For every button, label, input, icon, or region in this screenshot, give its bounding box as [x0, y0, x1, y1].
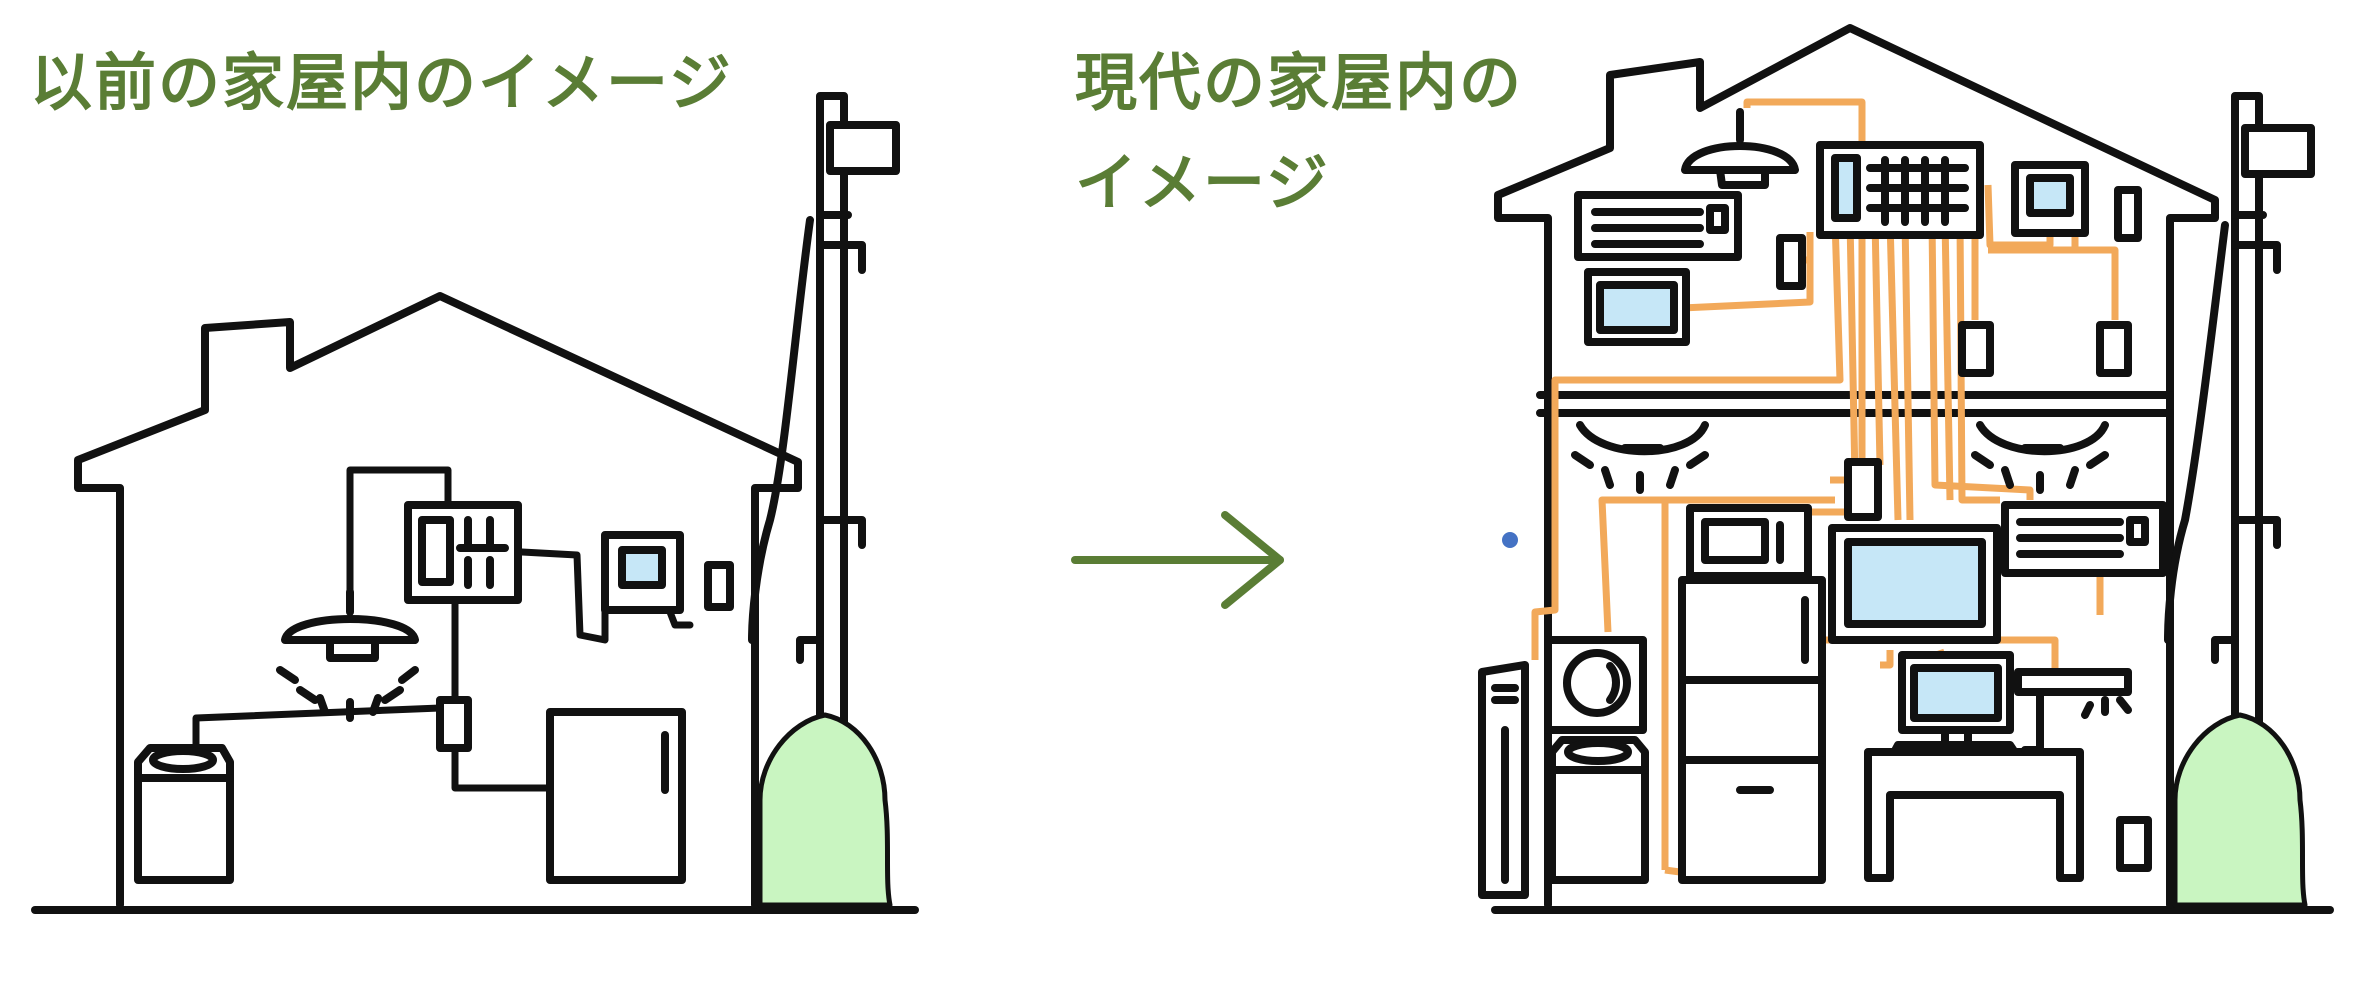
desk-icon — [1864, 748, 2084, 882]
outlet-icon — [1844, 458, 1882, 521]
air-conditioner-icon — [1574, 191, 1742, 261]
desktop-pc-icon — [1886, 651, 2024, 764]
intercom-icon — [601, 531, 734, 614]
house-outline-icon — [74, 292, 802, 909]
pc-tower-icon — [1478, 661, 1529, 899]
outlet-icon — [2096, 321, 2132, 377]
outlet-icon — [436, 696, 472, 752]
arrow-right-icon — [1071, 511, 1284, 609]
old-house — [31, 92, 919, 914]
tv-icon — [1828, 524, 2001, 644]
tv-icon — [1584, 268, 1690, 346]
intercom-icon — [2011, 161, 2142, 242]
refrigerator-icon — [546, 708, 686, 884]
modern-house — [1491, 24, 2334, 914]
outlet-icon — [1958, 321, 1994, 377]
bush-icon — [2172, 712, 2308, 908]
drum-washer-icon — [1544, 636, 1647, 734]
pendant-light-icon — [1681, 108, 1799, 189]
bush-icon — [757, 712, 893, 908]
pendant-light-icon — [1571, 421, 1709, 494]
marker-dot — [1502, 532, 1518, 548]
pendant-light-icon — [1971, 421, 2109, 494]
washing-machine-icon — [1548, 736, 1649, 884]
refrigerator-icon — [1678, 576, 1826, 884]
outlet-icon — [1776, 234, 1806, 290]
modern-house-title-line2: イメージ — [1075, 146, 1330, 219]
washing-machine-icon — [134, 744, 234, 884]
outlet-icon — [2116, 816, 2152, 872]
old-house-title: 以前の家屋内のイメージ — [30, 46, 733, 119]
microwave-icon — [1686, 504, 1812, 580]
breaker-panel-icon — [404, 501, 522, 604]
pendant-light-icon — [276, 588, 419, 722]
modern-house-title-line1: 現代の家屋内の — [1075, 46, 1524, 119]
house-outline-icon — [1494, 24, 2219, 909]
desk-lamp-icon — [2014, 668, 2132, 754]
breaker-panel-icon — [1816, 141, 1984, 239]
air-conditioner-icon — [2001, 501, 2167, 577]
